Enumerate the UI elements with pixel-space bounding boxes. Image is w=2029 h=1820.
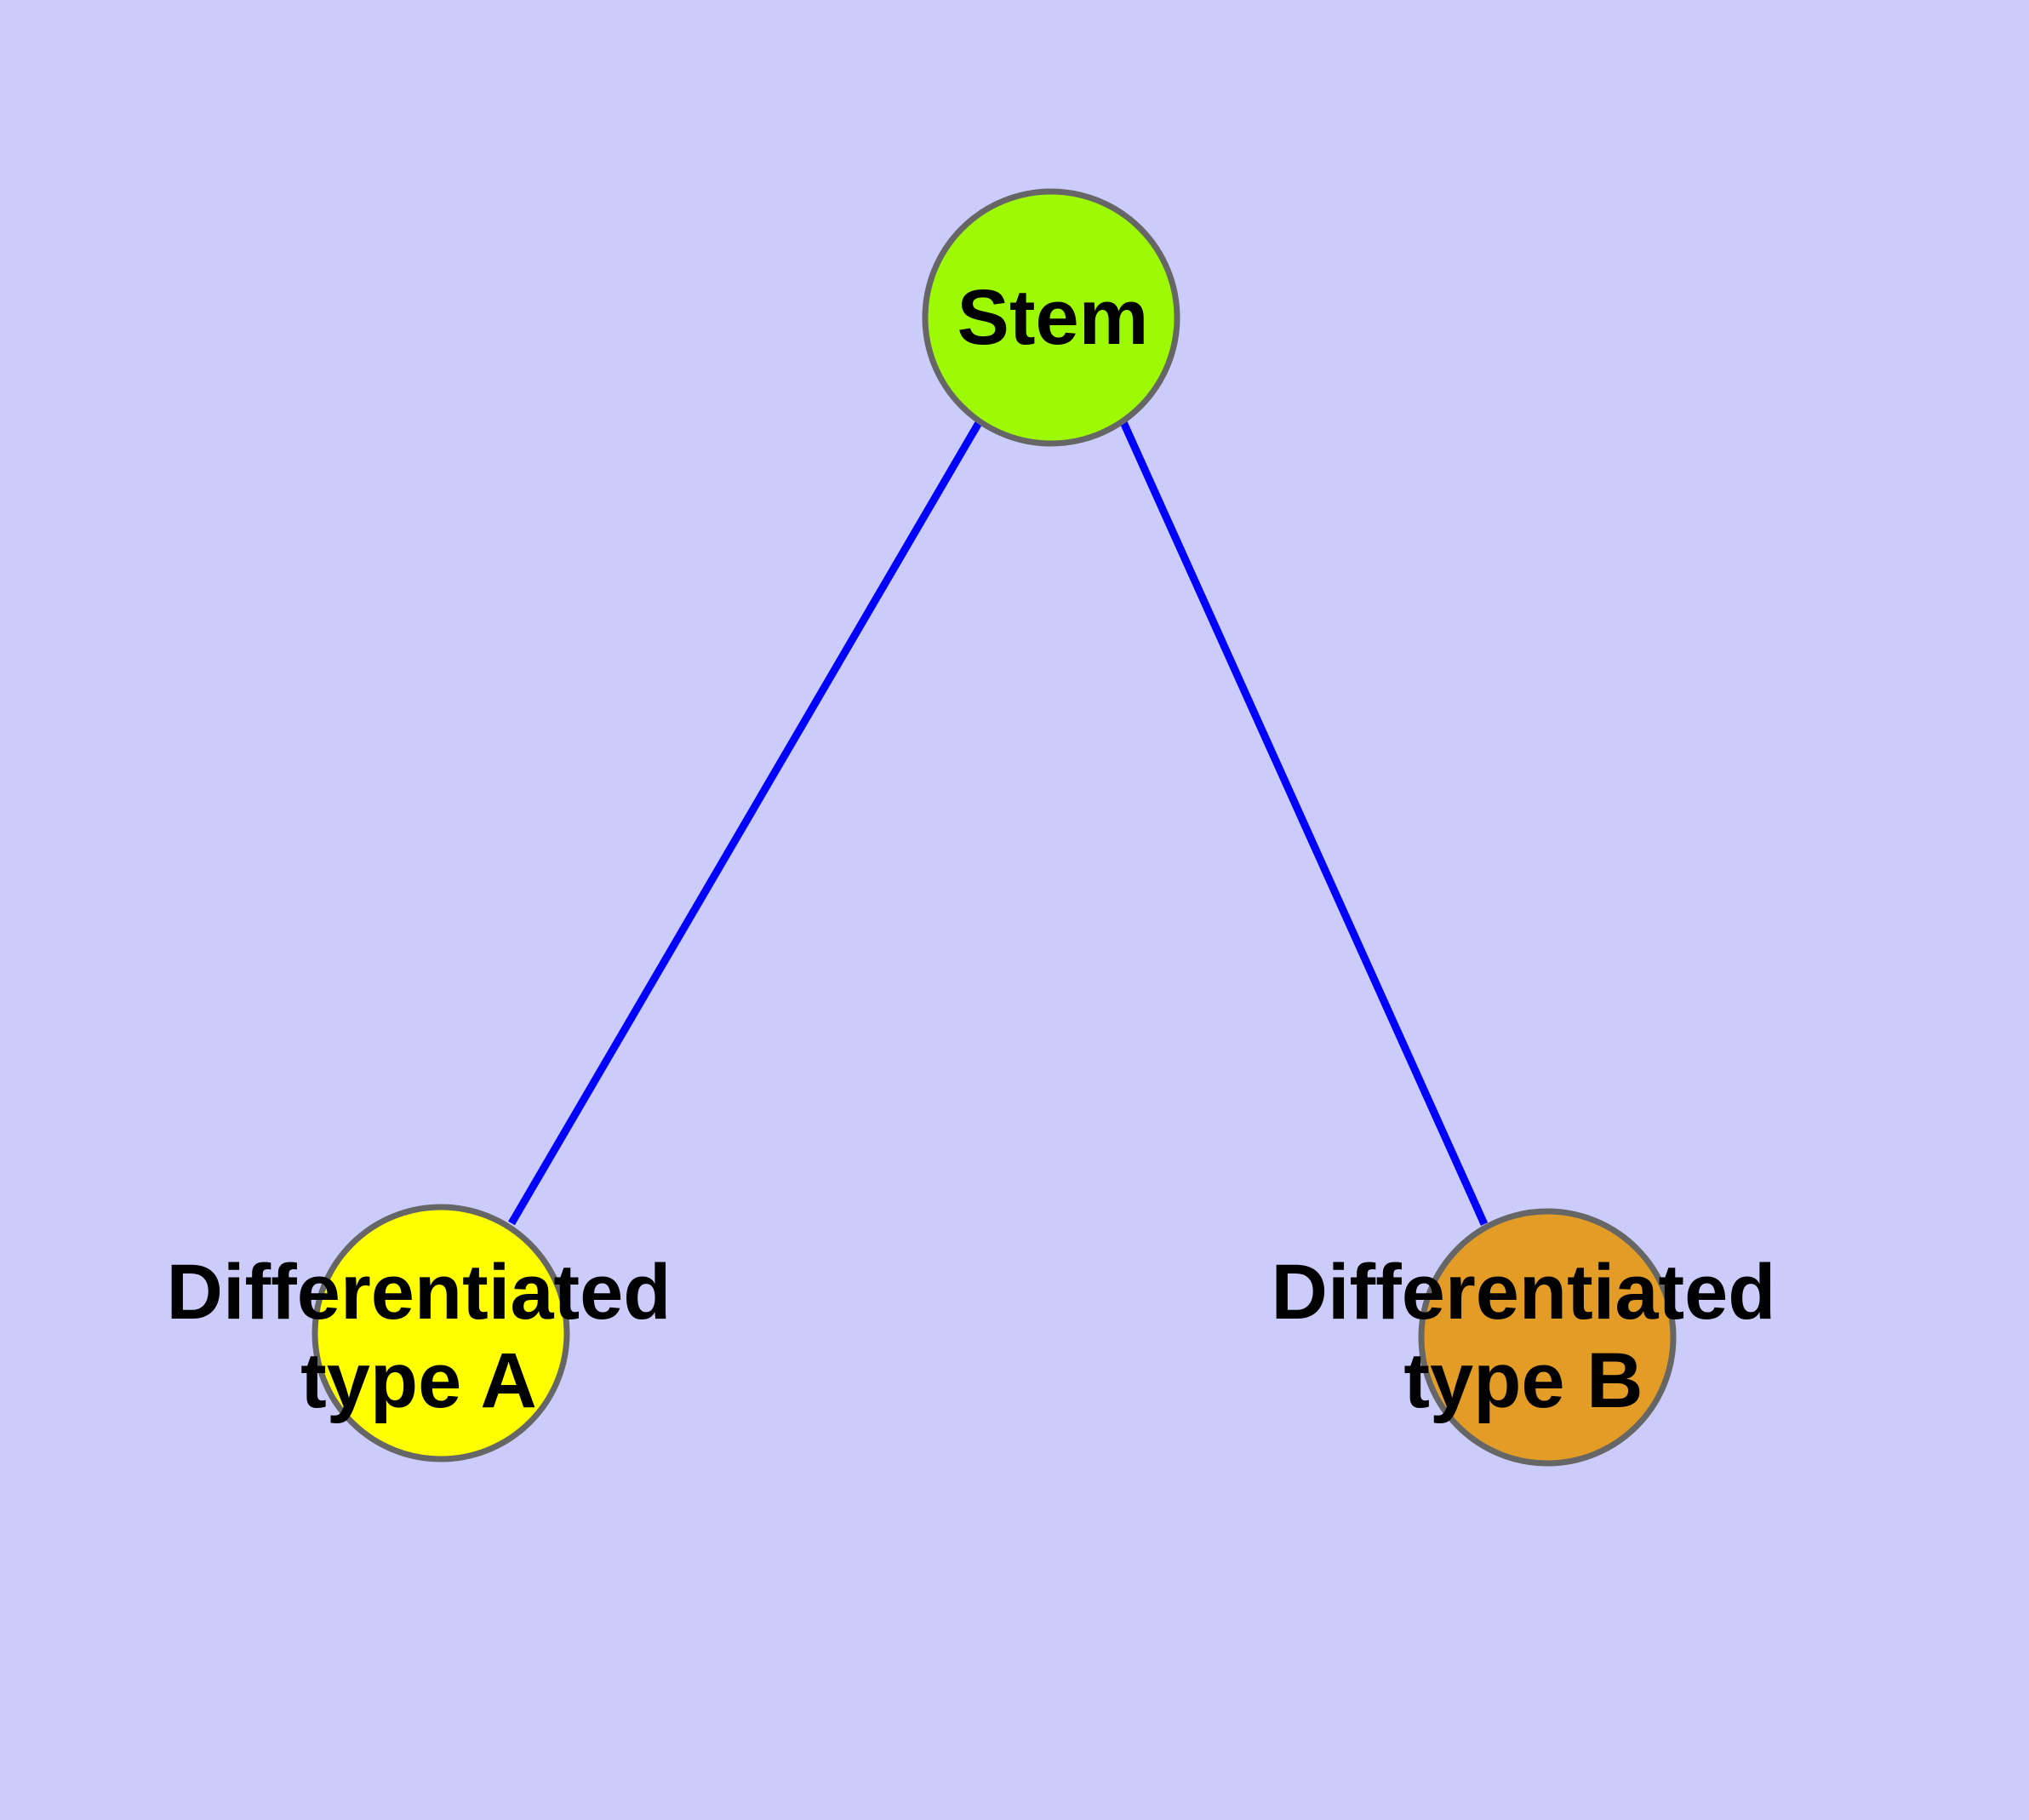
node-diff-a-circle[interactable]: [311, 1204, 570, 1462]
node-diff-b-label-line-1: Differentiated: [1272, 1249, 1776, 1336]
nodes-layer: [311, 188, 1677, 1467]
node-diff-b-label-line-2: type B: [1403, 1337, 1643, 1424]
node-diff-a-label-line-1: Differentiated: [167, 1249, 672, 1336]
node-diff-b-circle[interactable]: [1418, 1208, 1677, 1467]
edge-stem-to-diff-a[interactable]: [508, 419, 983, 1226]
node-diff-a-label-line-2: type A: [300, 1337, 537, 1424]
edge-stem-to-diff-b[interactable]: [1119, 421, 1489, 1226]
node-stem-circle[interactable]: [922, 188, 1180, 447]
node-stem-label-line-1: Stem: [957, 274, 1149, 361]
edges-layer: [508, 419, 1489, 1226]
labels-layer: Stem Differentiated type A Differentiate…: [167, 274, 1776, 1424]
